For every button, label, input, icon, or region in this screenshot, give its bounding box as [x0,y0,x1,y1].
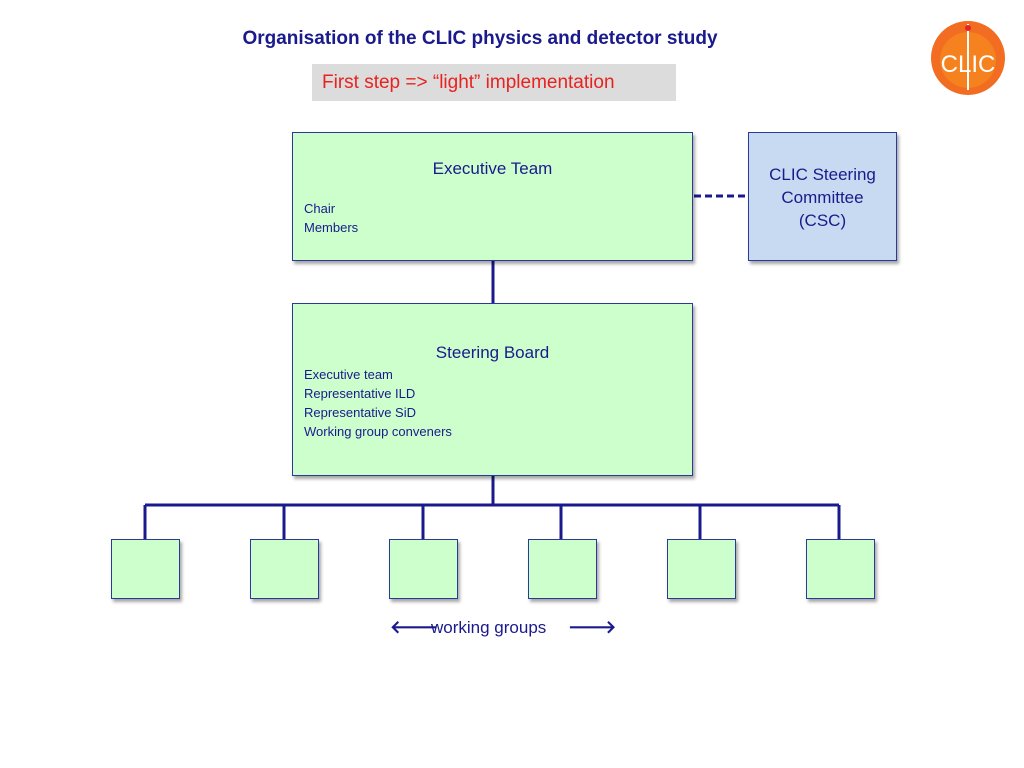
subtitle-text: First step => “light” implementation [322,72,615,93]
clic-logo: CLIC [931,21,1005,95]
page-title: Organisation of the CLIC physics and det… [242,28,718,49]
subtitle-box: First step => “light” implementation [312,64,676,101]
csc-line: Committee [781,188,864,207]
working-group-box-4 [528,539,597,599]
steering-board-line: Representative SiD [304,405,416,420]
steering-board-line: Executive team [304,367,393,382]
steering-board-line: Representative ILD [304,386,416,401]
executive-team-line: Members [304,220,359,235]
csc-line: CLIC Steering [769,165,876,184]
csc-line: (CSC) [798,211,847,230]
clic-steering-committee-box: CLIC Steering Committee (CSC) [748,132,897,261]
working-group-box-6 [806,539,875,599]
logo-text: CLIC [941,51,996,78]
steering-board-title: Steering Board [435,343,550,362]
executive-team-members: Chair Members [304,199,692,237]
working-group-box-1 [111,539,180,599]
arrow-left-icon: 🡐 [390,617,439,637]
executive-team-box: Executive Team Chair Members [292,132,693,261]
steering-board-line: Working group conveners [304,424,452,439]
working-groups-label: working groups [431,618,547,637]
executive-team-line: Chair [304,201,336,216]
arrow-right-icon: 🡒 [568,617,617,637]
working-group-box-2 [250,539,319,599]
working-groups-caption: 🡐 working groups 🡒 [390,617,616,639]
executive-team-title: Executive Team [432,159,553,178]
working-group-box-5 [667,539,736,599]
steering-board-members: Executive team Representative ILD Repres… [304,365,692,441]
steering-board-box: Steering Board Executive team Representa… [292,303,693,476]
working-group-box-3 [389,539,458,599]
